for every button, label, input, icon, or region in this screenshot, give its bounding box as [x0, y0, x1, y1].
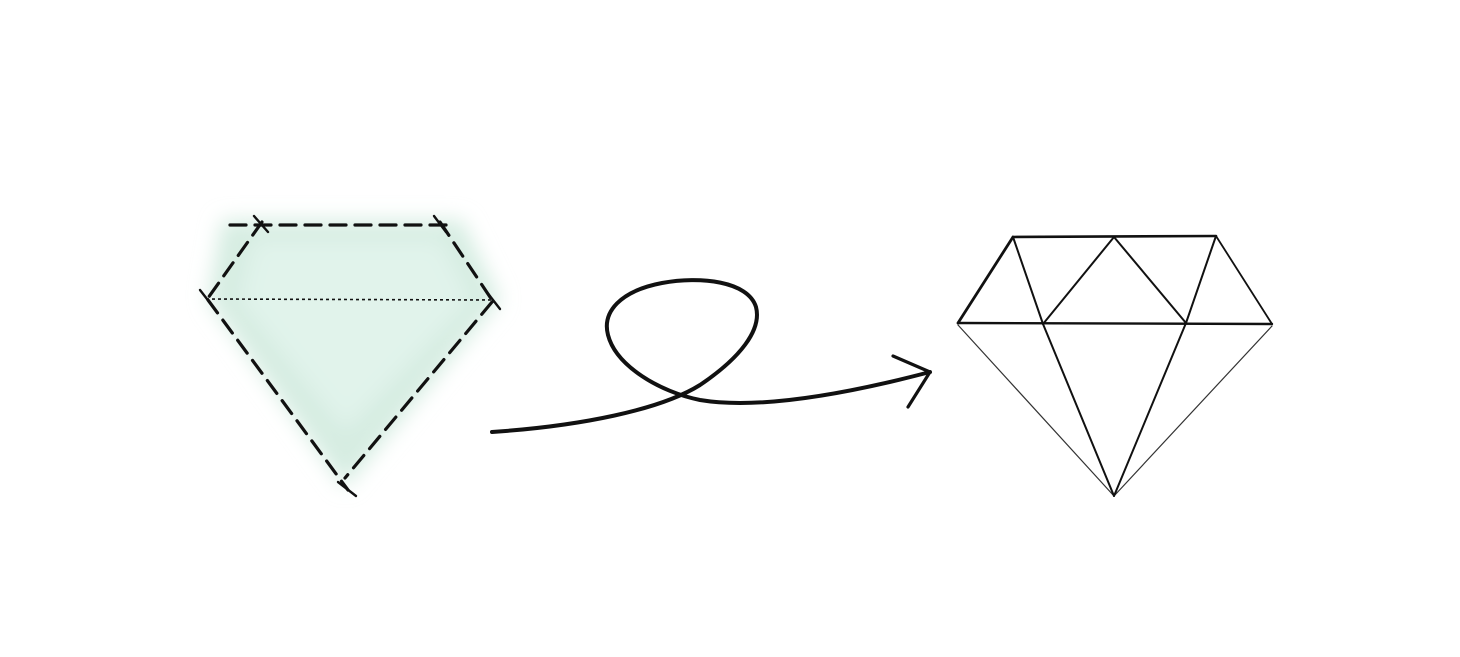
wash-highlight: [240, 240, 470, 430]
lower-right-edge: [343, 300, 494, 480]
dashed-outline: [206, 220, 494, 492]
pavilion-left-edge: [957, 324, 1115, 497]
green-wash: [208, 220, 500, 488]
rough-diamond-sketch-icon: [198, 214, 502, 498]
girdle-dotted-line: [205, 298, 495, 301]
crown-left-edge: [956, 235, 1015, 325]
pavilion-facet-left: [1042, 323, 1115, 497]
crown-facet-2: [1042, 236, 1115, 325]
crown-facet-3: [1113, 236, 1187, 324]
crown-facet-4: [1185, 235, 1217, 324]
girdle-line: [956, 321, 1274, 326]
cut-diamond-icon: [956, 234, 1274, 497]
loop-arrow-icon: [490, 278, 932, 434]
crown-right-edge: [1215, 235, 1273, 325]
pavilion-facet-right: [1113, 322, 1187, 497]
pavilion-right-edge: [1113, 325, 1273, 497]
corner-ticks: [198, 214, 502, 498]
crown-facet-1: [1012, 236, 1044, 325]
arrow-shaft: [490, 278, 932, 434]
upper-left-edge: [206, 220, 264, 300]
arrow-head: [891, 354, 932, 409]
upper-right-edge: [438, 220, 494, 302]
lower-left-edge: [206, 298, 350, 492]
